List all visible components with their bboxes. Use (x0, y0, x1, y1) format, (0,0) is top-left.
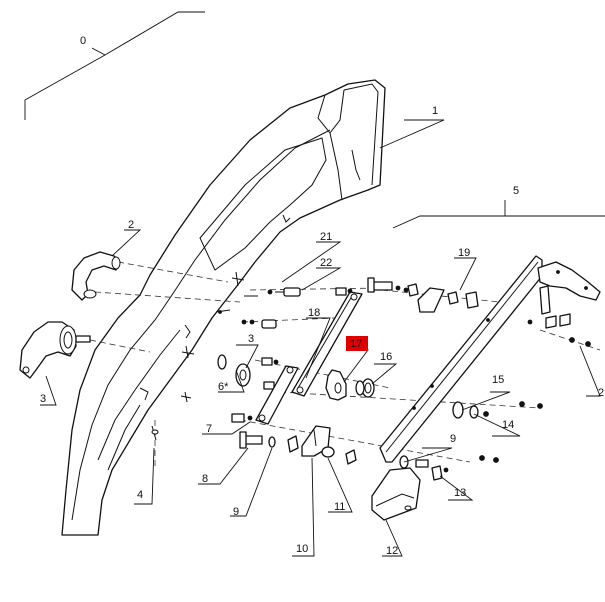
right-hardware (527, 313, 591, 347)
label-9-left: 9 (233, 506, 239, 518)
assembly-0-bracket (24, 11, 205, 120)
label-18: 18 (308, 307, 320, 319)
bracket-top-right (537, 261, 601, 315)
link-bar-lower (255, 365, 299, 425)
label-11: 11 (334, 501, 345, 513)
bolt-22 (267, 287, 301, 297)
grip-2 (71, 251, 121, 301)
bushing-16 (355, 378, 375, 398)
label-14: 14 (502, 419, 514, 431)
washer-9 (287, 435, 299, 453)
spacer-6 (217, 354, 279, 390)
label-3-washer: 3 (248, 333, 254, 345)
label-3-grip: 3 (40, 393, 46, 405)
block-19 (335, 277, 479, 313)
label-17: 17 (350, 338, 362, 350)
label-1: 1 (432, 105, 438, 117)
label-22: 22 (320, 257, 332, 269)
foot-12 (371, 467, 421, 521)
hardware-15 (452, 401, 543, 419)
bolts-7 (231, 413, 253, 423)
label-5: 5 (513, 185, 519, 197)
bushing-11 (321, 446, 357, 465)
hardware-13 (399, 455, 499, 481)
label-7: 7 (206, 423, 212, 435)
side-rail (379, 255, 543, 463)
label-15: 15 (492, 374, 504, 386)
label-10: 10 (296, 543, 308, 555)
bolts-21 (241, 319, 277, 329)
frame-hardware (151, 271, 258, 441)
label-2-grip: 2 (128, 219, 134, 231)
label-21: 21 (320, 231, 332, 243)
part-17-highlight (346, 336, 368, 351)
lever-17 (325, 369, 347, 401)
assembly-5-bracket (392, 200, 605, 229)
handle-frame (61, 79, 386, 536)
label-16: 16 (380, 351, 392, 363)
label-0: 0 (80, 35, 86, 47)
part-labels: 0 1 2 2 3 3 4 5 6* 7 8 9 9 10 11 12 13 1… (40, 35, 604, 557)
label-12: 12 (386, 545, 398, 557)
grip-3 (19, 321, 91, 379)
label-13: 13 (454, 487, 466, 499)
label-9-right: 9 (450, 433, 456, 445)
bolt-8 (239, 431, 276, 449)
label-4: 4 (137, 489, 143, 501)
label-8: 8 (202, 473, 208, 485)
label-19: 19 (458, 247, 470, 259)
label-2-right: 2 (598, 387, 604, 399)
label-6: 6* (218, 381, 229, 393)
label-leaders (40, 119, 601, 557)
